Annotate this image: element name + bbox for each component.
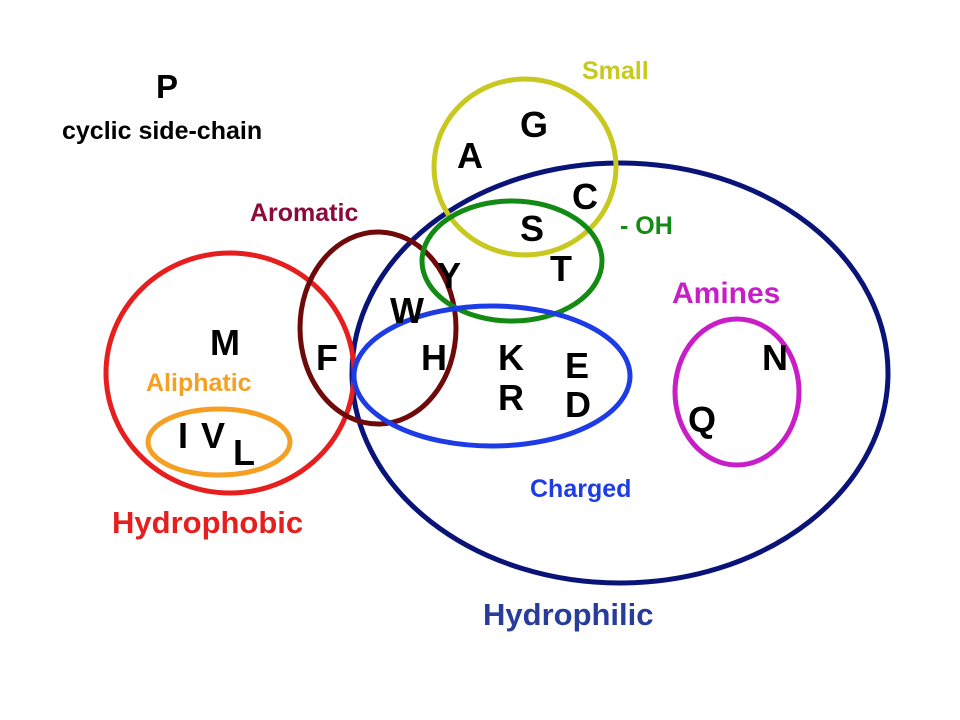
amines-set-boundary (672, 316, 802, 468)
letter-I: I (178, 415, 188, 456)
amines-label: Amines (672, 277, 780, 310)
letter-Q: Q (688, 399, 716, 440)
letter-T: T (550, 248, 572, 289)
small-label: Small (582, 57, 649, 85)
small-set-boundary (431, 76, 619, 258)
charged-label: Charged (530, 475, 631, 503)
letter-M: M (210, 322, 240, 363)
letter-E: E (565, 345, 589, 386)
letter-V: V (201, 415, 225, 456)
letter-H: H (421, 337, 447, 378)
aliphatic-label: Aliphatic (146, 369, 252, 397)
letter-A: A (457, 135, 483, 176)
aliphatic-set-boundary (145, 406, 293, 478)
letter-N: N (762, 337, 788, 378)
letter-F: F (316, 337, 338, 378)
letter-S: S (520, 208, 544, 249)
hydroxyl-label: - OH (620, 212, 673, 240)
letter-Y: Y (437, 255, 461, 296)
letter-P: P (156, 68, 178, 105)
letter-W: W (390, 290, 424, 331)
hydroxyl-set-boundary (419, 198, 605, 324)
letter-C: C (572, 176, 598, 217)
hydrophobic-label: Hydrophobic (112, 505, 303, 540)
letter-D: D (565, 384, 591, 425)
letter-R: R (498, 377, 524, 418)
letter-G: G (520, 104, 548, 145)
hydrophilic-label: Hydrophilic (483, 597, 654, 632)
letter-L: L (233, 432, 255, 473)
letter-K: K (498, 337, 524, 378)
aromatic-label: Aromatic (250, 199, 358, 227)
charged-set-boundary (351, 303, 633, 449)
proline-caption: cyclic side-chain (62, 117, 262, 145)
aromatic-set-boundary (297, 229, 459, 427)
